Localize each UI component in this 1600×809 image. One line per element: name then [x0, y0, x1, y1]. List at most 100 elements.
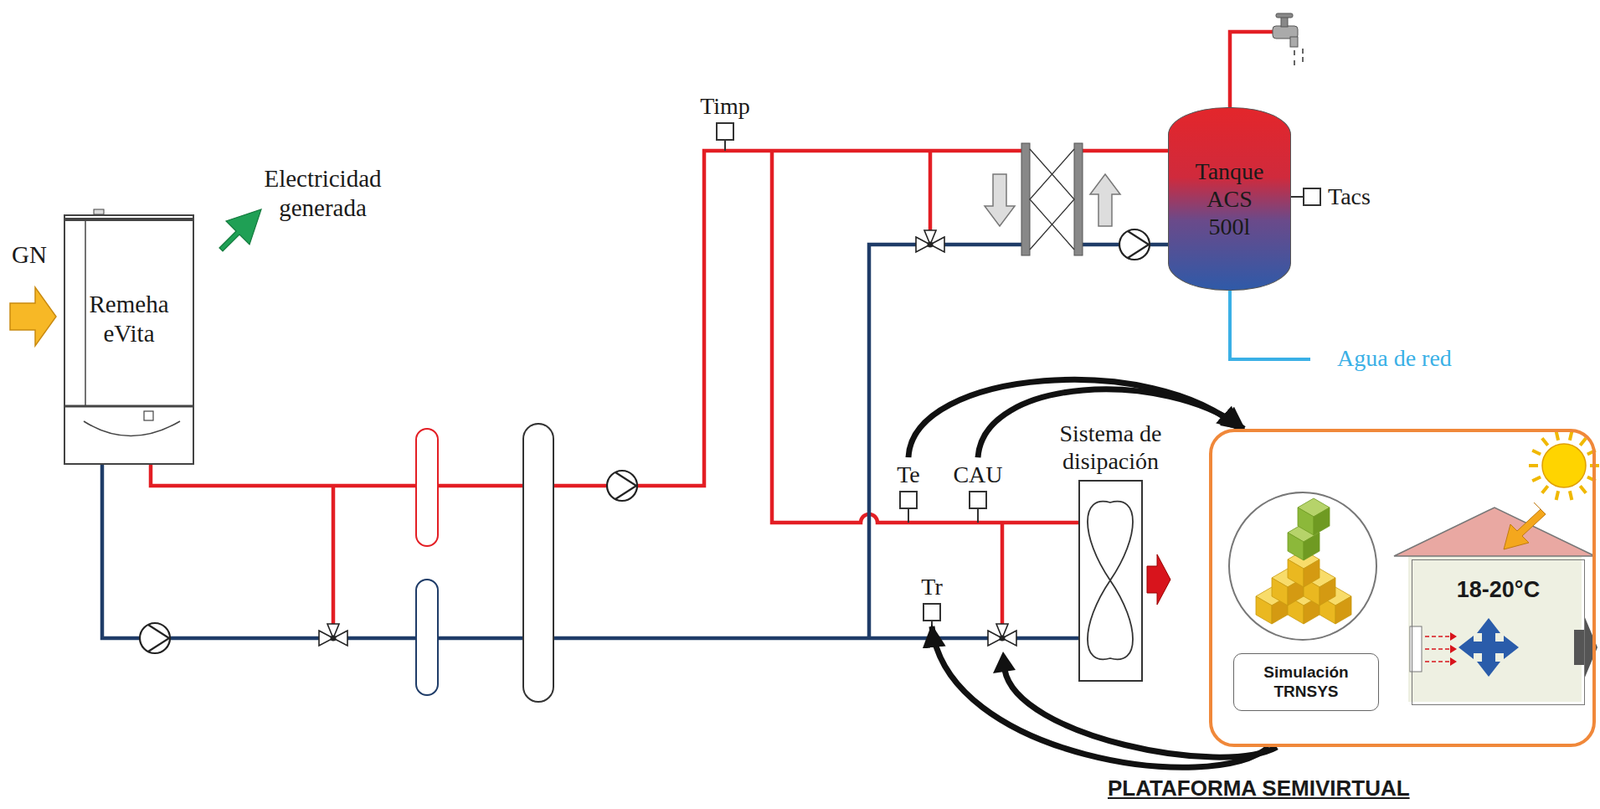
- hot-pipe: [1229, 31, 1275, 109]
- tap-icon: [1275, 13, 1293, 18]
- fan-coil-detail: [1147, 554, 1171, 605]
- sensor-label: CAU: [952, 462, 1003, 489]
- electricity-arrow: [219, 209, 262, 252]
- sensor-square: [1302, 187, 1322, 206]
- house-drawing: [1425, 636, 1451, 662]
- tap-icon: [1272, 13, 1303, 66]
- hot-pipe: [928, 150, 933, 237]
- boiler-detail: [63, 217, 195, 222]
- heat-exchanger: [1074, 143, 1083, 256]
- platform-panel: PLATAFORMA SEMIVIRTUALSimulación TRNSYS1…: [1209, 428, 1596, 747]
- sun-ray: [1542, 485, 1549, 494]
- sun-icon: [1542, 443, 1586, 488]
- house-drawing: [1450, 632, 1457, 666]
- sun-ray: [1542, 437, 1549, 446]
- node-label: Simulación TRNSYS: [1242, 663, 1370, 702]
- separator: [416, 428, 438, 546]
- node-label: Tanque ACS 500l: [1186, 157, 1274, 241]
- hot-pipe: [150, 31, 1275, 630]
- hot-pipe: [1078, 149, 1171, 154]
- mains-water-pipe: [1229, 288, 1311, 360]
- sun-ray: [1528, 463, 1539, 468]
- house-drawing: [1394, 507, 1598, 702]
- simulation-icon: [1297, 498, 1330, 536]
- house-drawing: [1481, 652, 1496, 663]
- sensor-square: [715, 122, 735, 141]
- house-drawing: [1476, 661, 1501, 677]
- electricity-arrow: [219, 209, 262, 252]
- hot-pipe: [1000, 522, 1005, 630]
- sun-ray: [1569, 431, 1572, 441]
- sensor-square: [922, 602, 942, 622]
- tap-icon: [1294, 48, 1303, 66]
- sensor-stem: [977, 509, 979, 523]
- boiler-box: Remeha eVita: [63, 214, 195, 465]
- sensor-stem: [907, 509, 910, 523]
- valve-symbol: [318, 623, 348, 646]
- sensor-stem: [725, 140, 1303, 638]
- fan-coil-detail: [1087, 501, 1133, 660]
- sun-ray: [1579, 485, 1586, 494]
- heat-exchanger: [1029, 149, 1075, 250]
- separator: [416, 423, 554, 702]
- tap-icon: [1281, 16, 1288, 27]
- sensor-stem: [724, 140, 726, 151]
- heat-exchanger: [1021, 143, 1030, 256]
- node-label: Remeha eVita: [82, 289, 175, 349]
- heat-exchanger: [1090, 174, 1121, 227]
- pump-symbol: [1119, 229, 1150, 260]
- boiler-detail: [83, 421, 181, 437]
- simulation-icon: [1229, 492, 1377, 640]
- simulation-icon: [1229, 492, 1377, 640]
- sun-ray: [1532, 450, 1541, 455]
- boiler-detail: [63, 209, 195, 437]
- cold-pipe: [869, 244, 1026, 638]
- sun-icon: [1503, 431, 1600, 550]
- signal-arrow: [931, 626, 1269, 767]
- sensor-square: [899, 490, 918, 510]
- pump-symbol: [139, 229, 1150, 654]
- sensor: Te: [896, 462, 921, 510]
- cold-pipe: [102, 244, 1171, 638]
- heat-exchanger: [984, 174, 1015, 227]
- sun-ray: [1569, 490, 1572, 500]
- sensor: Timp: [699, 93, 751, 141]
- fan-coil: Sistema de disipación: [1078, 479, 1143, 682]
- hot-pipe: [771, 150, 1081, 523]
- house-drawing: [1470, 641, 1508, 654]
- sun-ray: [1579, 437, 1586, 446]
- output-label: Electricidad generada: [249, 164, 397, 223]
- sensor-label: Tr: [920, 574, 942, 601]
- sun-ray: [1556, 431, 1559, 441]
- sensor-stem: [1291, 195, 1303, 198]
- house-drawing: [1394, 507, 1595, 556]
- simulation-box: Simulación TRNSYS: [1233, 653, 1379, 711]
- sun-ray: [1532, 476, 1541, 481]
- tap-icon: [1290, 36, 1298, 47]
- sensor-label: Te: [896, 462, 921, 489]
- separator: [416, 579, 438, 695]
- pump-symbol: [139, 622, 170, 654]
- node-label: PLATAFORMA SEMIVIRTUAL: [1107, 775, 1410, 802]
- sensor-label: Timp: [699, 93, 751, 120]
- sensor: Tr: [920, 574, 942, 622]
- feedback-arrow: [992, 651, 1016, 674]
- hot-pipe: [150, 150, 1026, 486]
- sensor-label: Tacs: [1327, 184, 1371, 211]
- fan-coil-detail: [1087, 501, 1171, 660]
- house-drawing: [1476, 617, 1501, 633]
- input-label: GN: [11, 240, 47, 270]
- sensor: Tacs: [1302, 184, 1371, 211]
- house-box: 18-20°C: [1411, 559, 1585, 705]
- pump-symbol: [607, 470, 638, 501]
- valve-symbol: [915, 230, 945, 253]
- mains-water-pipe: [1229, 288, 1311, 360]
- sensor: CAU: [952, 462, 1003, 510]
- boiler-detail: [63, 405, 195, 408]
- node-label: Sistema de disipación: [1035, 419, 1187, 475]
- sun-ray: [1556, 490, 1559, 500]
- sensor-square: [968, 490, 988, 510]
- boiler-detail: [84, 219, 87, 407]
- valve-symbol: [987, 623, 1017, 646]
